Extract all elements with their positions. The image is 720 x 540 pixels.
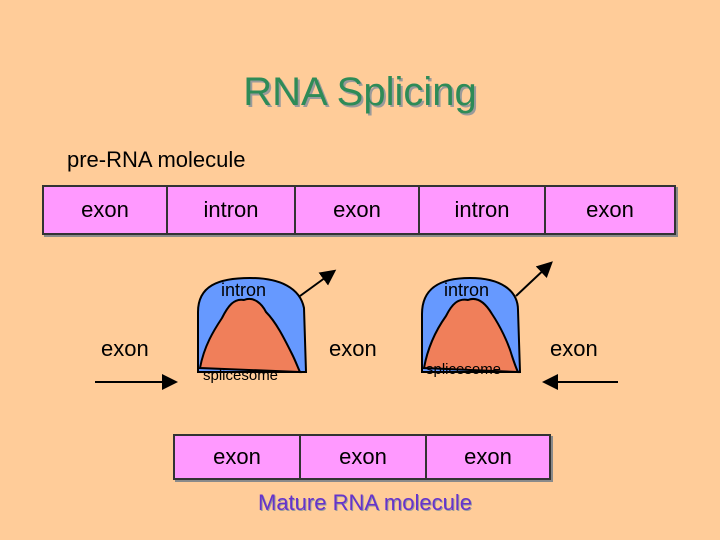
mature-rna-segment-exon-2: exon (301, 436, 427, 478)
exon-label-middle: exon (329, 336, 377, 361)
arrow-left-up (299, 269, 337, 297)
pre-rna-segment-exon-3: exon (586, 197, 634, 222)
arrow-right-up (515, 261, 553, 297)
intron-label-right: intron (444, 280, 490, 300)
mature-rna-segment-exon-3: exon (464, 444, 512, 469)
pre-rna-segment-exon-2: exon (296, 187, 420, 233)
mature-rna-strip: exon exon exon (173, 434, 551, 480)
exon-label-right: exon (550, 336, 598, 361)
intron-label-left: intron (221, 280, 267, 300)
pre-rna-segment-intron-1: intron (168, 187, 296, 233)
pre-rna-segment-exon-1: exon (44, 187, 168, 233)
spliceosome-left (198, 298, 302, 374)
pre-rna-segment-intron-2: intron (420, 187, 546, 233)
mature-rna-label: Mature RNA molecule (258, 490, 472, 515)
page-title: RNA Splicing (243, 70, 477, 114)
spliceosome-label-left: splicesome (203, 367, 279, 384)
pre-rna-strip: exon intron exon intron exon (42, 185, 676, 235)
spliceosome-right (422, 298, 520, 374)
pre-rna-label: pre-RNA molecule (67, 147, 246, 172)
mature-rna-segment-exon-1: exon (175, 436, 301, 478)
exon-label-left: exon (101, 336, 149, 361)
spliceosome-label-right: splicesome (426, 361, 502, 378)
